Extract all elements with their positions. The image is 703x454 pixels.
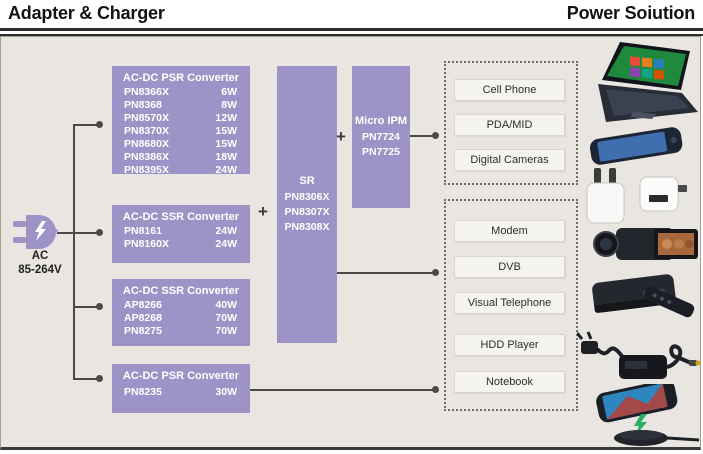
converter-row: PN8235 30W [112,386,250,399]
part-number: PN8161 [124,225,162,237]
application-label: PDA/MID [454,114,565,136]
ac-label-line2: 85-264V [18,264,62,276]
power-rating: 15W [215,125,237,137]
smartphone-image [589,127,683,165]
application-label: Modem [454,220,565,242]
converter-row: PN8368 8W [112,99,250,112]
wireless-charging-pad-phone-image [596,384,700,446]
application-group-2: Modem DVB Visual Telephone HDD Player No… [444,199,578,411]
application-label: Visual Telephone [454,292,565,314]
branch-dot-3 [96,303,103,310]
converter-row: PN8370X 15W [112,125,250,138]
psr2-output-line [250,389,437,391]
sr-part: PN8307X [284,205,330,218]
converter-row: PN8275 70W [112,325,250,338]
psr2-output-dot [432,386,439,393]
converter-box-ssr-1: AC-DC SSR Converter PN8161 24W PN8160X 2… [112,205,250,263]
application-label: DVB [454,256,565,278]
application-label: Cell Phone [454,79,565,101]
header-divider [0,28,703,36]
converter-row: PN8366X 6W [112,86,250,99]
branch-dot-1 [96,121,103,128]
converter-row: PN8395X 24W [112,164,250,177]
plus-sign-middle: + [336,127,346,146]
diagram-area: AC 85-264V AC-DC PSR Converter PN8366X 6… [0,36,701,450]
power-rating: 24W [215,238,237,250]
windows8-laptop-image [598,42,698,122]
part-number: AP8266 [124,299,162,311]
branch-dot-2 [96,229,103,236]
converter-row: PN8161 24W [112,225,250,238]
micro-ipm-part: PN7725 [362,145,400,158]
power-rating: 24W [215,225,237,237]
power-rating: 15W [215,138,237,150]
branch-line-1 [73,124,99,126]
part-number: PN8680X [124,138,169,150]
page-title-left: Adapter & Charger [8,3,165,23]
branch-line-3 [73,306,99,308]
power-rating: 12W [215,112,237,124]
power-rating: 30W [215,386,237,398]
part-number: PN8370X [124,125,169,137]
power-rating: 8W [221,99,237,111]
part-number: PN8368 [124,99,162,111]
part-number: PN8235 [124,386,162,398]
ac-label-line1: AC [31,250,49,262]
converter-row: AP8268 70W [112,312,250,325]
plus-sign-left: + [258,202,268,221]
micro-ipm-title: Micro IPM [355,114,407,127]
branch-dot-4 [96,375,103,382]
part-number: PN8160X [124,238,169,250]
converter-title: AC-DC PSR Converter [122,370,240,382]
sr-title: SR [299,174,315,187]
ipm-output-line [409,135,437,137]
micro-ipm-part: PN7724 [362,130,400,143]
application-label: Notebook [454,371,565,393]
application-group-1: Cell Phone PDA/MID Digital Cameras [444,61,578,185]
converter-row: PN8680X 15W [112,138,250,151]
converter-box-ssr-2: AC-DC SSR Converter AP8266 40W AP8268 70… [112,279,250,346]
sr-part: PN8308X [284,220,330,233]
power-rating: 40W [215,299,237,311]
ac-plug-icon [13,215,59,249]
converter-row: PN8386X 18W [112,151,250,164]
converter-box-psr-2: AC-DC PSR Converter PN8235 30W [112,364,250,413]
part-number: AP8268 [124,312,162,324]
power-rating: 18W [215,151,237,163]
converter-row: PN8160X 24W [112,238,250,251]
laptop-power-adapter-image [577,331,701,379]
part-number: PN8275 [124,325,162,337]
converter-row: AP8266 40W [112,299,250,312]
part-number: PN8570X [124,112,169,124]
page-title-right: Power Soiution [566,3,695,23]
converter-title: AC-DC SSR Converter [122,285,240,297]
ac-voltage-label: AC 85-264V [13,249,67,277]
part-number: PN8366X [124,86,169,98]
camcorder-image [593,228,698,260]
converter-title: AC-DC SSR Converter [122,211,240,223]
hdd-player-with-remote-image [592,274,695,318]
power-rating: 6W [221,86,237,98]
sr-output-dot [432,269,439,276]
sr-part: PN8306X [284,190,330,203]
branch-line-4 [73,378,99,380]
power-rating: 70W [215,312,237,324]
distribution-line [73,124,75,380]
micro-ipm-block: Micro IPM PN7724 PN7725 [352,66,410,208]
power-rating: 70W [215,325,237,337]
power-rating: 24W [215,164,237,176]
converter-title: AC-DC PSR Converter [122,72,240,84]
application-label: Digital Cameras [454,149,565,171]
application-label: HDD Player [454,334,565,356]
sr-block: SR PN8306X PN8307X PN8308X [277,66,337,343]
part-number: PN8386X [124,151,169,163]
converter-row: PN8570X 12W [112,112,250,125]
part-number: PN8395X [124,164,169,176]
ipm-output-dot [432,132,439,139]
plug-wire [57,232,99,234]
converter-box-psr-1: AC-DC PSR Converter PN8366X 6W PN8368 8W… [112,66,250,177]
sr-output-line [336,272,437,274]
usb-wall-chargers-image [586,168,687,224]
